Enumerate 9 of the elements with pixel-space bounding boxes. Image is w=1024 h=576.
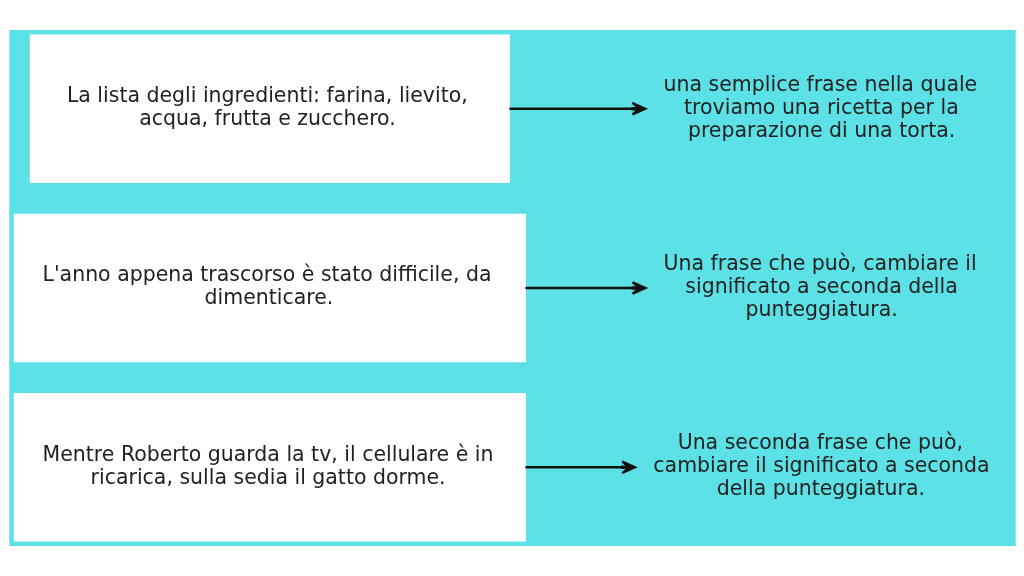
node-box: La lista degli ingredienti: farina, lievito, acqua, frutta e zucchero. bbox=[29, 34, 510, 183]
node-box: Mentre Roberto guarda la tv, il cellulare è in ricarica, sulla sedia il gatto dorme. bbox=[13, 393, 526, 542]
arrow bbox=[525, 281, 647, 295]
node-box: L'anno appena trascorso è stato difficile, da dimenticare. bbox=[13, 213, 526, 363]
node-text: una semplice frase nella quale troviamo una ricetta per la preparazione di una torta. bbox=[663, 71, 977, 142]
node-text: Una seconda frase che può, cambiare il significato a seconda della punteggiatura. bbox=[652, 430, 990, 501]
arrow bbox=[525, 460, 636, 475]
node-text: Una frase che può, cambiare il significato a seconda della punteggiatura. bbox=[663, 250, 977, 321]
arrow bbox=[508, 101, 646, 116]
